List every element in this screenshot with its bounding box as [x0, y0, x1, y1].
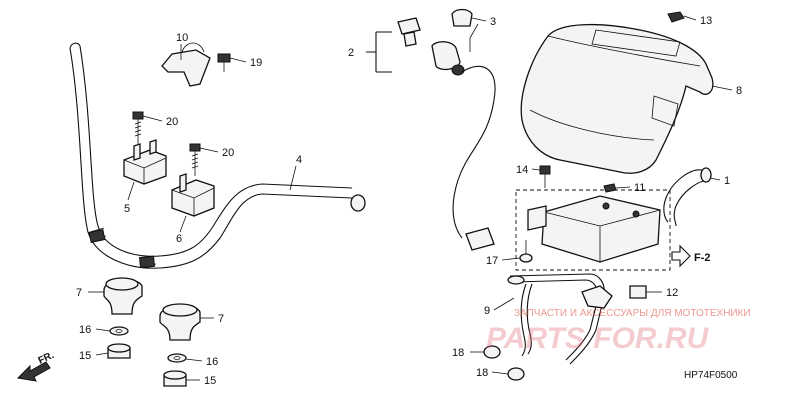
- nut-15a: [107, 343, 131, 359]
- callout-20b: 20: [222, 147, 234, 159]
- washer-17: [519, 240, 533, 263]
- callout-10: 10: [176, 32, 188, 44]
- washer-16a: [109, 326, 129, 336]
- callout-12: 12: [666, 287, 678, 299]
- lower-holder-7b: [159, 303, 201, 341]
- nut-12: [629, 285, 647, 299]
- callout-2: 2: [348, 47, 354, 59]
- assembly-frame: [515, 189, 671, 271]
- bolt-20-lower: [189, 143, 201, 176]
- callout-19: 19: [250, 57, 262, 69]
- stay-9: [507, 273, 613, 365]
- callout-15a: 15: [79, 350, 91, 362]
- leader-lines: [88, 15, 733, 381]
- callout-13: 13: [700, 15, 712, 27]
- callout-8: 8: [736, 85, 742, 97]
- front-direction-arrow: [16, 361, 51, 382]
- watermark-logo: PARTS FOR.RU: [486, 322, 710, 355]
- bracket-10: [161, 42, 211, 87]
- callout-16a: 16: [79, 324, 91, 336]
- callout-15b: 15: [204, 375, 216, 387]
- callout-20a: 20: [166, 116, 178, 128]
- upper-holder-6: [171, 173, 215, 217]
- ref-label-f2: F-2: [694, 252, 711, 264]
- callout-18b: 18: [476, 367, 488, 379]
- handlebar: [69, 42, 366, 269]
- bolt-14: [539, 165, 551, 188]
- nut-18b: [507, 367, 525, 381]
- callout-6: 6: [176, 233, 182, 245]
- bolt-20-upper: [132, 111, 144, 144]
- nut-15b: [163, 370, 187, 387]
- clip-11: [603, 183, 617, 193]
- ignition-switch: [397, 17, 496, 251]
- diagram-code: HP74F0500: [684, 370, 738, 381]
- callout-9: 9: [484, 305, 490, 317]
- callout-1: 1: [724, 175, 730, 187]
- callout-7b: 7: [218, 313, 224, 325]
- callout-16b: 16: [206, 356, 218, 368]
- callout-11: 11: [634, 182, 645, 194]
- callout-14: 14: [516, 164, 528, 176]
- clip-13: [667, 11, 685, 23]
- callout-18a: 18: [452, 347, 464, 359]
- callout-4: 4: [296, 154, 302, 166]
- upper-holder-5: [123, 139, 167, 185]
- hose-1: [663, 167, 712, 227]
- cover-8: [520, 23, 714, 174]
- callout-7a: 7: [76, 287, 82, 299]
- callout-5: 5: [124, 203, 130, 215]
- ref-arrow-f2: [671, 244, 691, 268]
- key-3: [451, 8, 473, 27]
- callout-bracket-2: [366, 31, 392, 73]
- washer-16b: [167, 353, 187, 363]
- callout-3: 3: [490, 16, 496, 28]
- lower-holder-7a: [103, 277, 143, 315]
- front-label: FR.: [37, 350, 56, 367]
- control-unit: [527, 195, 661, 263]
- callout-17: 17: [486, 255, 498, 267]
- watermark-text: ЗАПЧАСТИ И АКСЕССУАРЫ ДЛЯ МОТОТЕХНИКИ: [514, 308, 751, 319]
- bolt-19: [217, 53, 231, 72]
